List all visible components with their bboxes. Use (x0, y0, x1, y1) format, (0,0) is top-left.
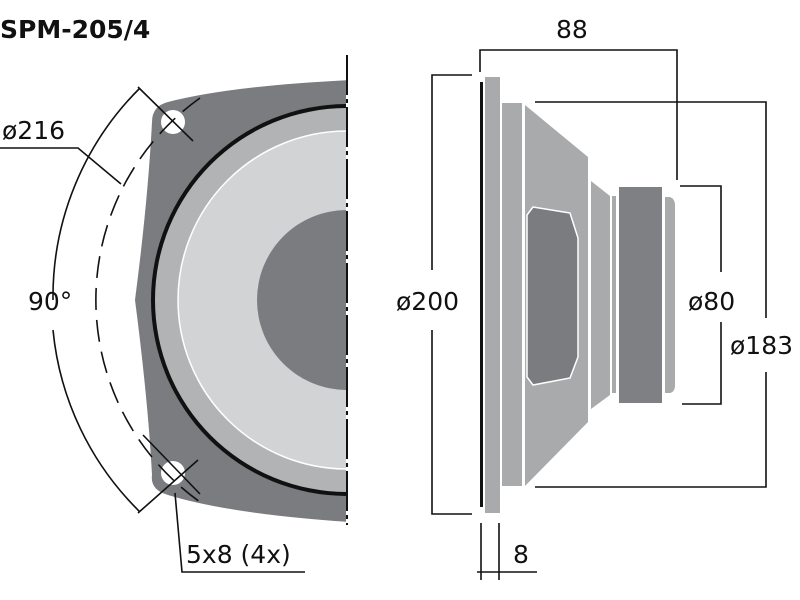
radial-line-top (137, 86, 194, 142)
basket-neck (591, 181, 610, 409)
dust-cap (257, 210, 346, 390)
basket-window (526, 206, 579, 386)
cutout-diameter-bracket (535, 101, 767, 488)
cutout-diameter-label: ø183 (730, 331, 793, 360)
radial-line-bottom (137, 459, 199, 514)
frame-diameter-bracket (431, 74, 472, 515)
tangent-tick-bottom (142, 434, 201, 495)
front-view: ø216 90° 5x8 (4x) (0, 55, 348, 573)
gasket-ring (502, 103, 522, 486)
magnet-diameter-label: ø80 (688, 287, 735, 316)
bolt-circle-arc (95, 97, 201, 503)
diameter-216-label: ø216 (2, 116, 65, 145)
depth-label: 88 (556, 15, 588, 44)
flange-thickness-lines (477, 523, 537, 580)
holes-leader (174, 492, 305, 573)
model-title: SPM-205/4 (0, 15, 150, 44)
diameter-216-leader (0, 147, 122, 185)
spacer (612, 196, 616, 393)
frame-diameter-label: ø200 (396, 287, 459, 316)
angle-label: 90° (28, 287, 72, 316)
mounting-holes-label: 5x8 (4x) (186, 540, 291, 569)
side-view: 88 ø200 ø183 ø80 8 (396, 15, 793, 580)
flange-thickness-label: 8 (513, 540, 529, 569)
magnet-diameter-bracket (680, 185, 722, 405)
magnet (619, 187, 662, 403)
depth-dimension-line (479, 49, 678, 180)
mounting-hole-bottom (161, 461, 185, 485)
front-flange (485, 77, 500, 513)
outer-diameter-arc (52, 87, 141, 513)
back-cap (665, 197, 675, 393)
front-seal (480, 82, 483, 507)
